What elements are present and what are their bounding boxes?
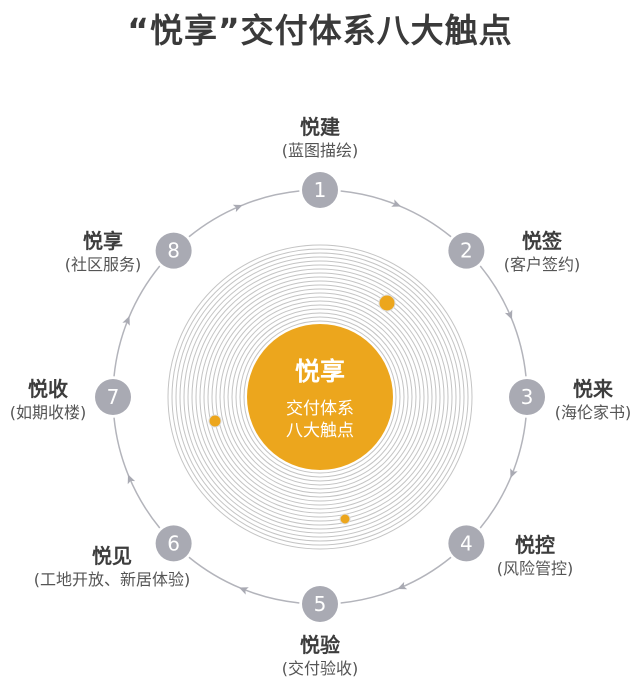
- touchpoint-name: 悦见: [92, 544, 132, 568]
- touchpoint-number: 4: [460, 531, 473, 555]
- touchpoint-node-7: [95, 379, 131, 415]
- concentric-ring: [203, 280, 437, 514]
- cycle-arc: [340, 556, 452, 604]
- concentric-ring: [187, 264, 453, 530]
- touchpoint-label-5: 悦验 (交付验收): [282, 632, 359, 680]
- arrow-icon: [122, 315, 130, 326]
- arrow-icon: [127, 474, 136, 485]
- concentric-ring: [235, 312, 405, 482]
- orbit-dot: [378, 294, 396, 312]
- orbit-dot: [208, 414, 222, 428]
- touchpoint-label-4: 悦控 (风险管控): [497, 532, 574, 580]
- concentric-ring: [227, 304, 413, 490]
- concentric-ring: [167, 244, 473, 550]
- touchpoint-desc: (交付验收): [281, 659, 359, 678]
- touchpoint-number: 2: [460, 239, 473, 263]
- touchpoint-desc: (风险管控): [496, 559, 574, 578]
- cycle-arc: [113, 417, 161, 529]
- touchpoint-label-3: 悦来 (海伦家书): [555, 376, 632, 424]
- touchpoint-label-2: 悦签 (客户签约): [504, 228, 581, 276]
- cycle-arc: [188, 190, 300, 238]
- concentric-ring: [215, 292, 425, 502]
- touchpoint-node-1: [302, 172, 338, 208]
- touchpoint-number: 8: [167, 239, 180, 263]
- page-title: “悦享”交付体系八大触点: [127, 11, 513, 50]
- concentric-ring: [175, 252, 465, 542]
- touchpoint-node-5: [302, 586, 338, 622]
- concentric-ring: [239, 316, 401, 478]
- cycle-arc: [188, 556, 300, 604]
- touchpoint-number: 7: [107, 385, 120, 409]
- concentric-ring: [195, 272, 445, 522]
- touchpoint-node-3: [509, 379, 545, 415]
- touchpoint-number: 5: [314, 592, 327, 616]
- arrow-icon: [510, 468, 518, 479]
- touchpoint-desc: (工地开放、新居体验): [33, 570, 191, 589]
- concentric-ring: [211, 288, 429, 506]
- touchpoint-number: 6: [167, 531, 180, 555]
- concentric-ring: [219, 296, 421, 498]
- touchpoint-label-8: 悦享 (社区服务): [65, 228, 142, 276]
- arrow-icon: [397, 581, 408, 590]
- center-line2: 八大触点: [286, 421, 354, 441]
- touchpoint-node-6: [155, 525, 192, 562]
- touchpoint-desc: (海伦家书): [554, 403, 632, 422]
- arrow-icon: [504, 309, 513, 320]
- cycle-arc: [479, 417, 527, 529]
- touchpoint-number: 1: [314, 178, 327, 202]
- touchpoint-desc: (蓝图描绘): [281, 141, 359, 160]
- center-title: 悦享: [294, 357, 346, 386]
- concentric-ring: [223, 300, 417, 494]
- touchpoint-label-1: 悦建 (蓝图描绘): [282, 114, 359, 162]
- center-line1: 交付体系: [286, 399, 354, 419]
- touchpoint-desc: (社区服务): [64, 255, 142, 274]
- touchpoint-name: 悦签: [522, 229, 562, 253]
- orbit-dot: [339, 513, 351, 525]
- concentric-ring: [171, 248, 469, 546]
- arrow-icon: [391, 199, 402, 207]
- cycle-arc: [479, 265, 527, 377]
- touchpoint-name: 悦建: [300, 115, 340, 139]
- cycle-arc: [340, 190, 452, 238]
- concentric-ring: [183, 260, 457, 534]
- arrow-icon: [238, 587, 249, 595]
- concentric-ring: [243, 320, 397, 474]
- touchpoint-name: 悦享: [83, 229, 123, 253]
- touchpoint-number: 3: [521, 385, 534, 409]
- center-circle: [247, 324, 393, 470]
- concentric-ring: [191, 268, 449, 526]
- concentric-ring: [179, 256, 461, 538]
- touchpoint-name: 悦收: [28, 377, 68, 401]
- touchpoint-node-2: [448, 232, 485, 269]
- touchpoint-desc: (如期收楼): [9, 403, 87, 422]
- touchpoint-name: 悦控: [515, 533, 555, 557]
- concentric-ring: [199, 276, 441, 518]
- touchpoint-label-6: 悦见 (工地开放、新居体验): [34, 543, 191, 591]
- touchpoint-desc: (客户签约): [503, 255, 581, 274]
- touchpoint-name: 悦来: [573, 377, 613, 401]
- touchpoint-name: 悦验: [300, 633, 340, 657]
- concentric-ring: [207, 284, 433, 510]
- arrow-icon: [232, 204, 243, 213]
- cycle-arc: [113, 265, 161, 377]
- touchpoint-node-8: [155, 232, 192, 269]
- touchpoint-label-7: 悦收 (如期收楼): [10, 376, 87, 424]
- concentric-ring: [231, 308, 409, 486]
- touchpoint-node-4: [448, 525, 485, 562]
